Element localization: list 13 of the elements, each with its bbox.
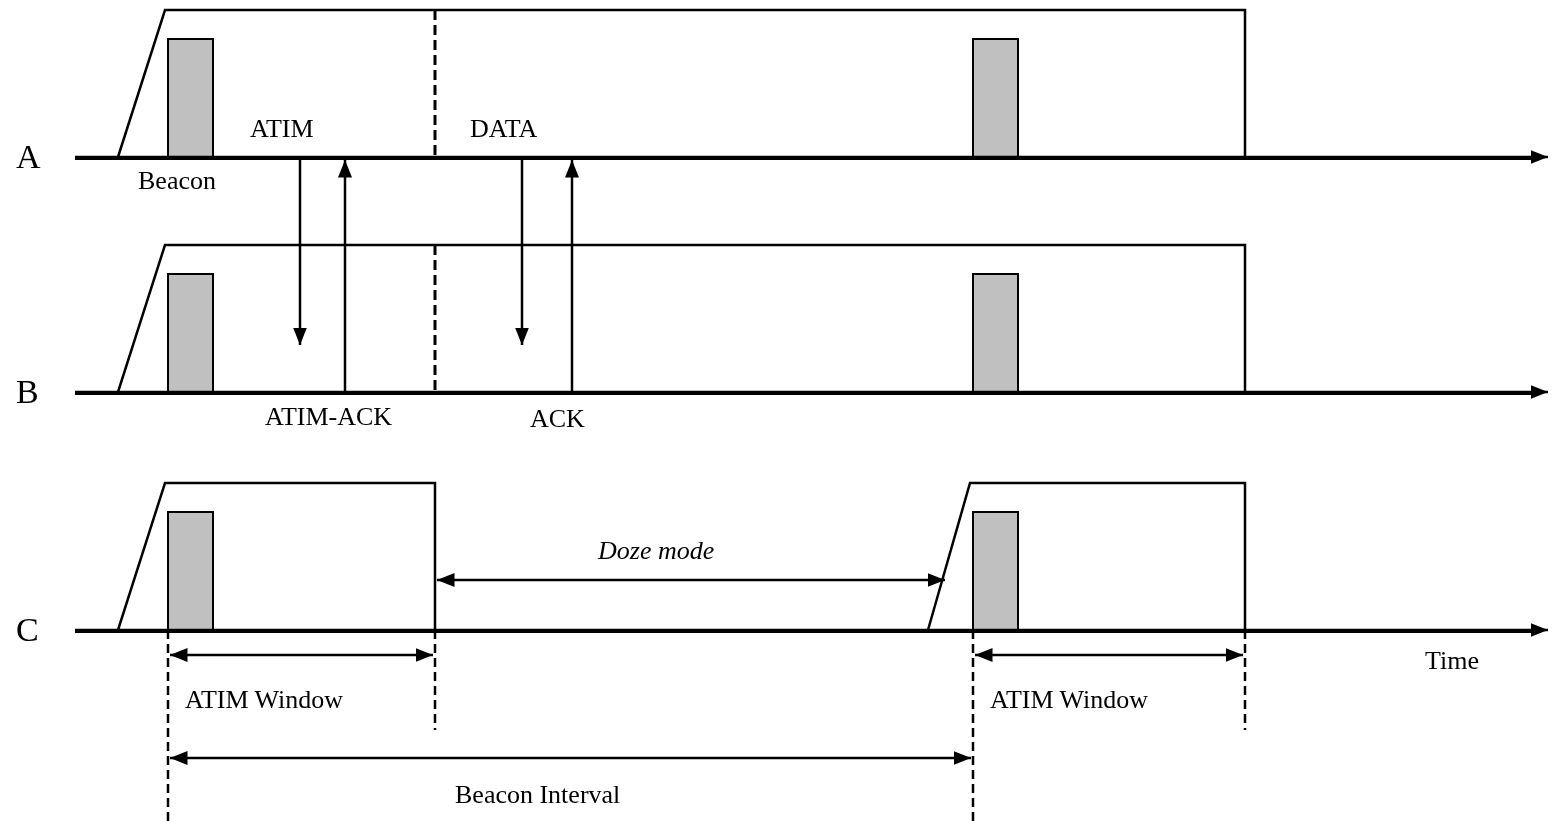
station-label: A [16, 140, 41, 174]
annotation-text: Time [1425, 646, 1479, 676]
annotation-text: Beacon [138, 166, 216, 196]
station-label: C [16, 613, 39, 647]
edge-label: ATIM [250, 114, 314, 144]
edge-label: DATA [470, 114, 538, 144]
annotation-text: ATIM Window [990, 685, 1149, 715]
annotation-text: ATIM Window [185, 685, 344, 715]
annotation-text: Doze mode [598, 536, 715, 566]
annotation-text: Beacon Interval [455, 780, 621, 810]
station-label: B [16, 375, 39, 409]
edge-label: ACK [530, 404, 585, 434]
edge-label: ATIM-ACK [265, 402, 393, 432]
